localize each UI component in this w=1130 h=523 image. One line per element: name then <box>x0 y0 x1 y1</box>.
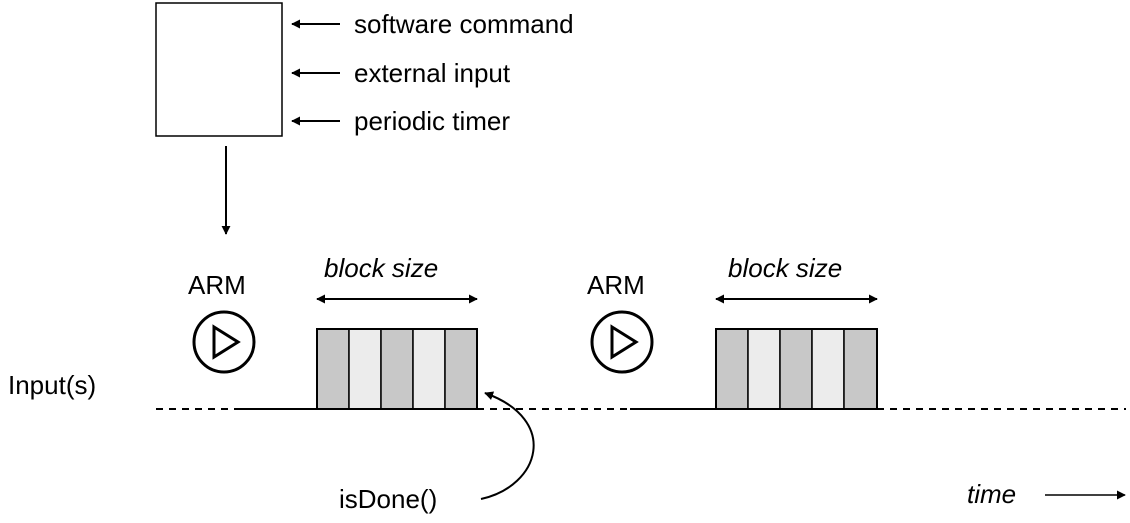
sample-cell <box>348 328 382 410</box>
curved-arrow-icon <box>480 391 535 500</box>
sample-cell <box>444 328 478 410</box>
play-icon <box>192 310 256 374</box>
acquisition-block <box>715 328 878 410</box>
sample-cell <box>412 328 446 410</box>
sample-cell <box>843 328 878 410</box>
trigger-source-label: external input <box>354 58 511 88</box>
block-size-label: block size <box>728 253 842 283</box>
trigger-box <box>155 2 283 137</box>
is-done-label: isDone() <box>339 484 437 514</box>
sample-cell <box>380 328 414 410</box>
sample-cell <box>715 328 749 410</box>
trigger-source-label: software command <box>354 9 574 39</box>
trigger-source-software: software command <box>291 9 574 39</box>
block-size-label: block size <box>324 253 438 283</box>
sample-cell <box>811 328 845 410</box>
play-icon <box>590 310 654 374</box>
sample-cell <box>316 328 350 410</box>
sample-cell <box>747 328 781 410</box>
trigger-source-label: periodic timer <box>354 106 510 136</box>
arm-label: ARM <box>587 270 645 300</box>
acquisition-block <box>316 328 478 410</box>
time-label: time <box>967 479 1016 509</box>
arm-label: ARM <box>188 270 246 300</box>
trigger-source-timer: periodic timer <box>291 106 510 136</box>
trigger-source-external: external input <box>291 58 511 88</box>
inputs-label: Input(s) <box>8 370 96 400</box>
sample-cell <box>779 328 813 410</box>
